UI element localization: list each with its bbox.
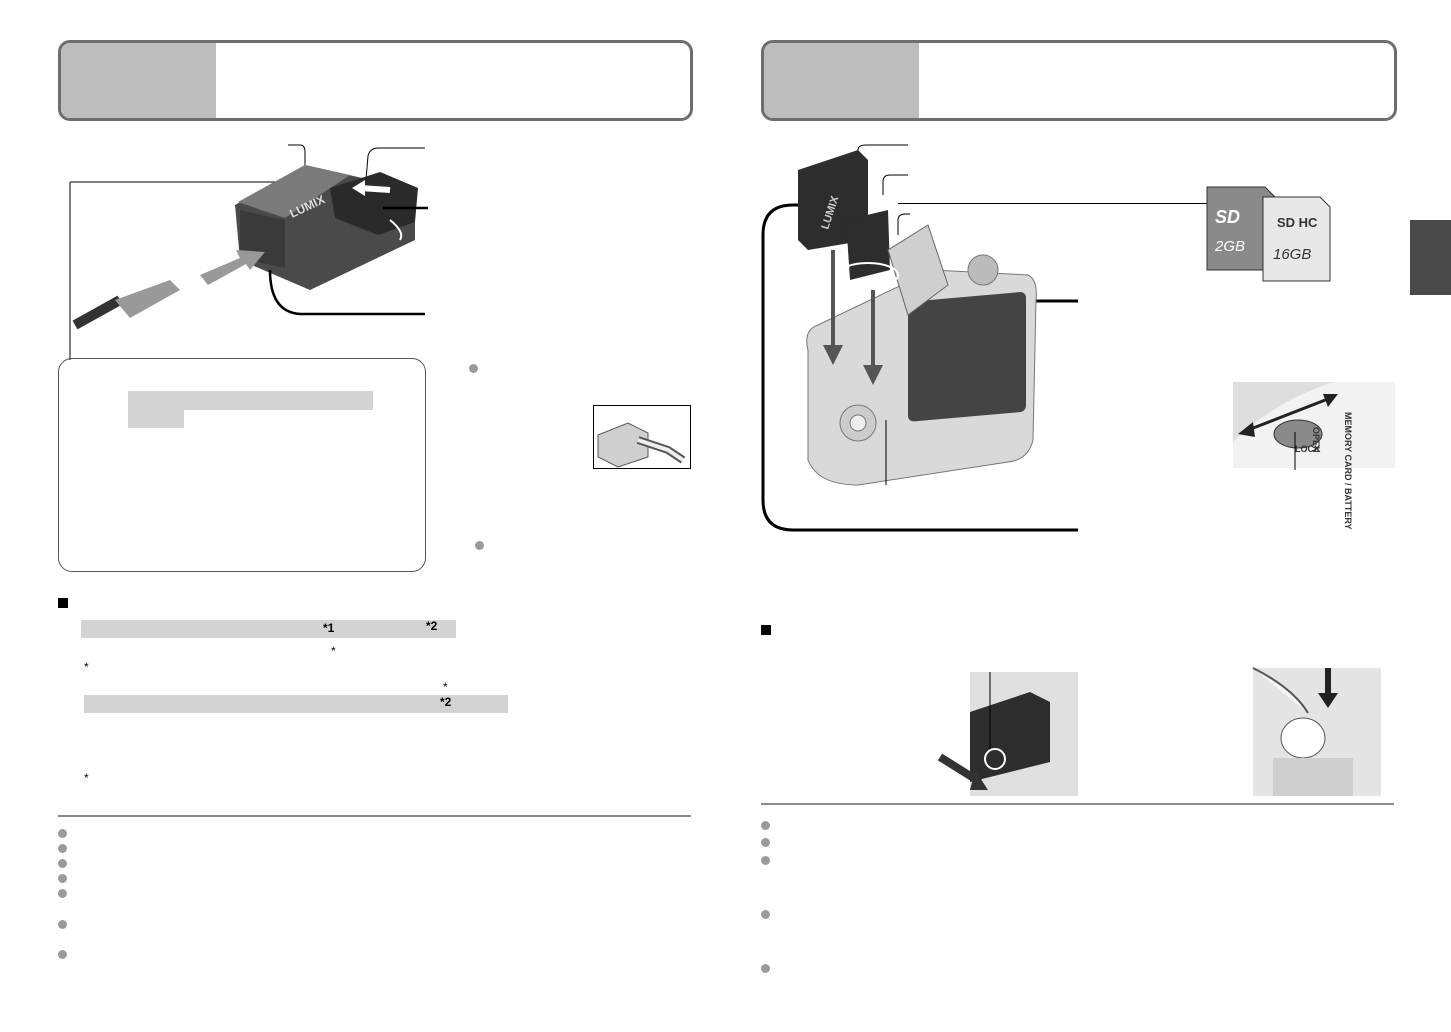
sd-cards-illustration: SD 2GB SD HC 16GB — [1206, 186, 1331, 282]
latch-closeup-illustration: MEMORY CARD / BATTERY OPEN LOCK — [1233, 382, 1395, 530]
bullet-point — [469, 364, 478, 373]
bullet-point — [475, 541, 484, 550]
footnote-mark: * — [84, 771, 89, 785]
section-square-marker — [761, 625, 771, 635]
right-title-tab — [764, 43, 919, 118]
charger-illustration: LUMIX — [69, 144, 428, 360]
sd-card-16gb-capacity: 16GB — [1273, 246, 1311, 263]
footnote-mark: *2 — [440, 695, 452, 709]
bullet-point — [761, 964, 770, 973]
sd-card-2gb-capacity: 2GB — [1214, 238, 1245, 255]
sd-card-16gb-brand: SD HC — [1277, 215, 1318, 230]
latch-lock-label: LOCK — [1295, 444, 1321, 454]
bullet-point — [58, 859, 67, 868]
bullet-point — [761, 910, 770, 919]
table-highlight-row-2 — [84, 695, 508, 713]
left-title-box — [58, 40, 693, 121]
chapter-side-tab — [1410, 220, 1451, 295]
right-title-box — [761, 40, 1397, 121]
right-section-rule — [761, 803, 1394, 805]
bullet-point — [761, 821, 770, 830]
bullet-point — [58, 844, 67, 853]
left-title-tab — [61, 43, 216, 118]
bullet-point — [761, 838, 770, 847]
latch-card-text: MEMORY CARD / BATTERY — [1343, 412, 1353, 530]
left-section-rule — [58, 815, 691, 817]
card-removal-illustration — [1252, 667, 1381, 796]
bullet-point — [58, 874, 67, 883]
section-square-marker — [58, 598, 68, 608]
charging-note-box — [58, 358, 426, 572]
battery-removal-illustration — [937, 672, 1078, 796]
footnote-mark: *2 — [426, 619, 438, 633]
note-highlight-bar-1 — [128, 391, 373, 410]
bullet-point — [761, 856, 770, 865]
bullet-point — [58, 829, 67, 838]
sd-card-2gb-brand: SD — [1215, 207, 1240, 227]
plug-inset-illustration — [593, 405, 691, 469]
bullet-point — [58, 950, 67, 959]
footnote-mark: * — [443, 680, 448, 694]
table-highlight-row-1 — [81, 620, 456, 638]
footnote-mark: * — [84, 660, 89, 674]
footnote-mark: *1 — [323, 621, 335, 635]
bullet-point — [58, 889, 67, 898]
footnote-mark: * — [331, 644, 336, 658]
sd-callout-line — [898, 203, 1210, 204]
camera-illustration: LUMIX — [761, 144, 1078, 532]
bullet-point — [58, 920, 67, 929]
note-highlight-bar-2 — [128, 410, 184, 428]
latch-open-label: OPEN — [1311, 427, 1321, 453]
